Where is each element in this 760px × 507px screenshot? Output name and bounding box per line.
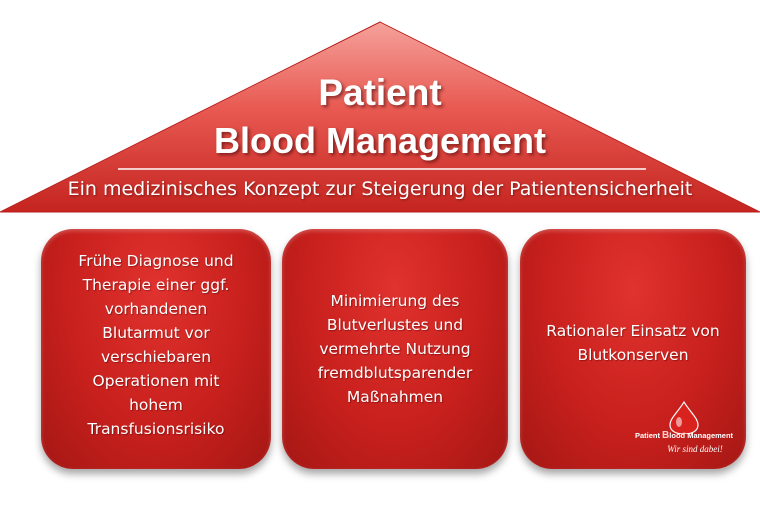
pillar-text: Rationaler Einsatz von Blutkonserven bbox=[546, 322, 720, 364]
logo-name: Patient Blood Management bbox=[632, 430, 736, 441]
roof-divider bbox=[118, 168, 646, 170]
roof-subtitle: Ein medizinisches Konzept zur Steigerung… bbox=[67, 178, 693, 200]
blood-drop-icon bbox=[669, 400, 699, 434]
logo-name-part1: Patient bbox=[634, 431, 663, 440]
logo-slogan: Wir sind dabei! bbox=[667, 444, 723, 454]
pbm-logo: Patient Blood Management Wir sind dabei! bbox=[632, 400, 736, 462]
title-line-2: Blood Management bbox=[213, 120, 546, 161]
title-line-1: Patient bbox=[318, 72, 442, 113]
pillar-early-diagnosis: Frühe Diagnose und Therapie einer ggf. v… bbox=[41, 229, 271, 469]
pillar-text: Frühe Diagnose und Therapie einer ggf. v… bbox=[78, 252, 234, 438]
roof-triangle bbox=[0, 21, 760, 213]
logo-name-b: B bbox=[662, 430, 670, 441]
pillar-rational-use: Rationaler Einsatz von Blutkonserven bbox=[520, 229, 746, 469]
logo-name-part2: lood Management bbox=[669, 431, 734, 440]
pillar-blood-loss-minimization: Minimierung des Blutverlustes und vermeh… bbox=[282, 229, 508, 469]
pillar-text: Minimierung des Blutverlustes und vermeh… bbox=[317, 292, 473, 406]
